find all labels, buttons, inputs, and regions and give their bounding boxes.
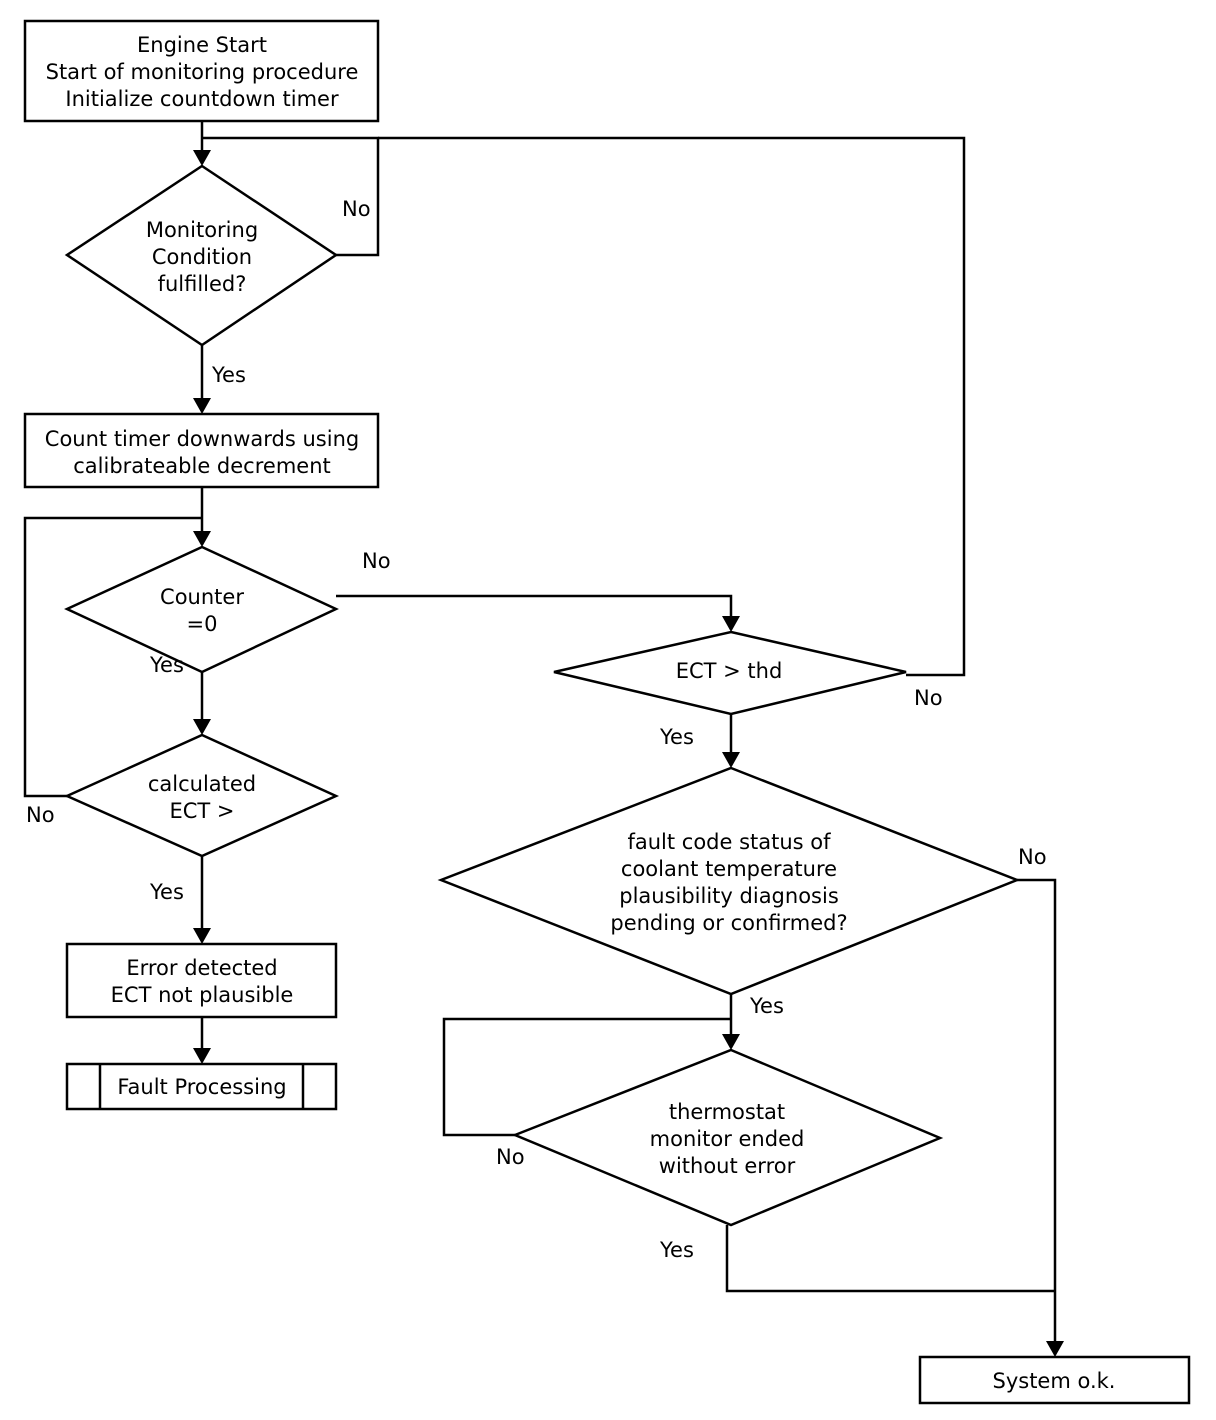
edge-counter-no	[336, 594, 733, 618]
node-start: Engine Start Start of monitoring procedu…	[23, 19, 380, 123]
counter-line-1: Counter	[160, 585, 244, 609]
node-thermostat-monitor: thermostat monitor ended without error	[511, 1048, 944, 1227]
node-calculated-ect: calculated ECT >	[63, 733, 340, 858]
label-ect-thd-yes: Yes	[659, 725, 694, 749]
node-counter-zero: Counter =0	[64, 545, 339, 674]
arrowhead-monitoring	[193, 150, 211, 166]
edge-fault-code-no	[1017, 878, 1057, 1343]
thermostat-line-2: monitor ended	[650, 1127, 805, 1151]
ect-thd-diamond	[553, 630, 907, 716]
counter-line-2: =0	[187, 612, 218, 636]
monitoring-diamond	[64, 164, 339, 347]
ect-thd-label: ECT > thd	[676, 659, 783, 683]
label-monitoring-yes: Yes	[211, 363, 246, 387]
system-ok-box	[918, 1355, 1191, 1405]
edge-ect-thd-no	[378, 136, 966, 677]
start-box	[23, 19, 380, 123]
fault-processing-label: Fault Processing	[117, 1075, 286, 1099]
thermostat-diamond	[511, 1048, 944, 1227]
count-timer-line-2: calibrateable decrement	[73, 454, 331, 478]
label-counter-no: No	[362, 549, 391, 573]
label-calculated-no: No	[26, 803, 55, 827]
monitoring-line-3: fulfilled?	[158, 272, 247, 296]
edge-thermostat-yes	[725, 1225, 1055, 1293]
node-monitoring-condition: Monitoring Condition fulfilled?	[64, 164, 339, 347]
fault-code-diamond	[437, 766, 1021, 996]
label-counter-yes: Yes	[149, 653, 184, 677]
thermostat-line-1: thermostat	[669, 1100, 785, 1124]
error-detected-box	[65, 942, 338, 1019]
label-thermostat-no: No	[496, 1145, 525, 1169]
node-count-timer: Count timer downwards using calibrateabl…	[23, 412, 380, 489]
system-ok-label: System o.k.	[993, 1369, 1116, 1393]
fault-code-line-4: pending or confirmed?	[610, 911, 847, 935]
node-ect-thd: ECT > thd	[553, 630, 907, 716]
arrowhead-ect-thd	[722, 616, 740, 632]
count-timer-line-1: Count timer downwards using	[45, 427, 359, 451]
count-timer-box	[23, 412, 380, 489]
arrowhead-fault-code	[722, 752, 740, 768]
error-detected-line-1: Error detected	[126, 956, 277, 980]
thermostat-line-3: without error	[659, 1154, 796, 1178]
arrowhead-error-detected	[193, 928, 211, 944]
arrowhead-system-ok	[1046, 1341, 1064, 1357]
edge-monitoring-no-loop	[202, 136, 380, 257]
edge-thermostat-no-loop	[442, 1017, 731, 1137]
arrowhead-count-timer	[193, 398, 211, 414]
connectors	[23, 121, 1057, 1343]
node-fault-processing: Fault Processing	[65, 1062, 338, 1111]
monitoring-line-1: Monitoring	[146, 218, 258, 242]
label-calculated-yes: Yes	[149, 880, 184, 904]
monitoring-line-2: Condition	[152, 245, 252, 269]
node-fault-code-status: fault code status of coolant temperature…	[437, 766, 1021, 996]
error-detected-line-2: ECT not plausible	[111, 983, 294, 1007]
arrowheads	[193, 150, 1064, 1357]
fault-code-line-3: plausibility diagnosis	[619, 884, 839, 908]
arrowhead-thermostat	[722, 1034, 740, 1050]
fault-processing-box	[65, 1062, 338, 1111]
fault-code-line-1: fault code status of	[627, 830, 831, 854]
start-line-2: Start of monitoring procedure	[46, 60, 359, 84]
fault-code-line-2: coolant temperature	[621, 857, 837, 881]
label-fault-code-yes: Yes	[749, 994, 784, 1018]
edge-calculated-no-loop	[23, 516, 202, 798]
label-fault-code-no: No	[1018, 845, 1047, 869]
arrowhead-counter	[193, 531, 211, 547]
arrowhead-calculated	[193, 719, 211, 735]
counter-diamond	[64, 545, 339, 674]
calculated-diamond	[63, 733, 340, 858]
calculated-line-2: ECT >	[169, 799, 234, 823]
label-monitoring-no: No	[342, 197, 371, 221]
node-system-ok: System o.k.	[918, 1355, 1191, 1405]
start-line-1: Engine Start	[137, 33, 267, 57]
edge-labels: No Yes No Yes No Yes No Yes No Yes No Ye…	[26, 197, 1047, 1262]
node-error-detected: Error detected ECT not plausible	[65, 942, 338, 1019]
label-ect-thd-no: No	[914, 686, 943, 710]
label-thermostat-yes: Yes	[659, 1238, 694, 1262]
calculated-line-1: calculated	[148, 772, 256, 796]
arrowhead-fault-processing	[193, 1048, 211, 1064]
start-line-3: Initialize countdown timer	[65, 87, 339, 111]
